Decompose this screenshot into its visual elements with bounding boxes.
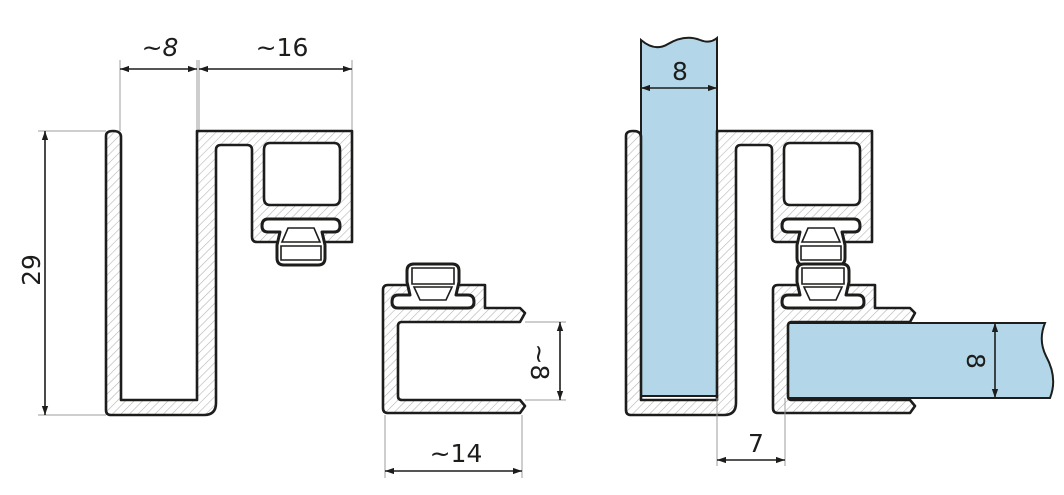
dim-label-width-a: ~16 — [256, 33, 309, 62]
dim-label-width-b: ~14 — [430, 439, 483, 468]
glass-panel-horizontal — [786, 322, 1055, 399]
assembly: 8 8 7 — [624, 35, 1055, 466]
dim-label-height-a: 29 — [17, 254, 46, 286]
profile-b: ~8 ~14 — [381, 262, 566, 478]
dim-label-glass-vertical: 8 — [672, 57, 688, 86]
dim-label-opening-b: ~8 — [525, 344, 554, 381]
profile-a: ~8 ~16 29 — [17, 33, 354, 417]
u-profile-a — [104, 129, 354, 417]
dim-label-gap: 7 — [748, 429, 764, 458]
dim-label-opening-a: ~8 — [142, 33, 179, 62]
dim-label-glass-horizontal: 8 — [961, 353, 990, 369]
glass-panel-vertical — [640, 35, 718, 397]
